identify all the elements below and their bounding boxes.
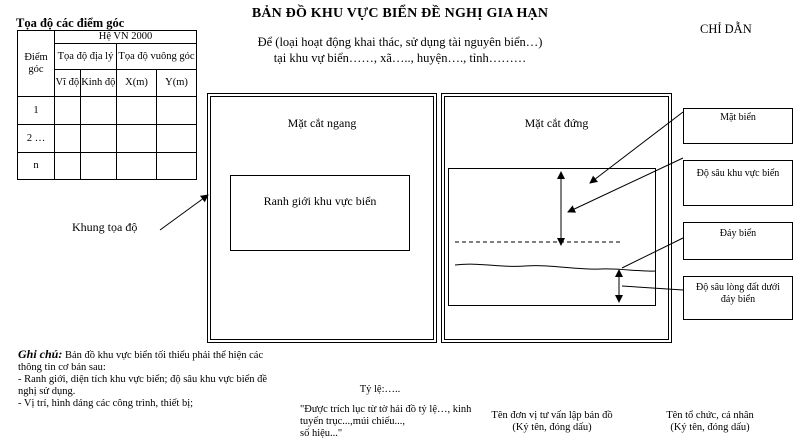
table-cell xyxy=(115,152,157,180)
note-heading: Ghi chú: xyxy=(18,347,63,361)
legend-box-sea-surface xyxy=(683,108,793,144)
legend-sea-surface: Mặt biển xyxy=(720,112,756,123)
legend-subsoil-depth: Độ sâu lòng đất dưới đáy biển xyxy=(695,282,781,305)
section-inner-box xyxy=(448,168,656,306)
table-cell xyxy=(155,124,198,153)
note-item-2: - Vị trí, hình dáng các công trình, thiế… xyxy=(18,398,194,409)
row-label: 1 xyxy=(17,96,55,125)
legend-title: CHỈ DẪN xyxy=(700,22,752,36)
vertical-section-frame xyxy=(441,93,672,343)
legend-box-subsoil xyxy=(683,276,793,320)
sea-boundary-box xyxy=(230,175,410,251)
legend-seabed: Đáy biển xyxy=(719,228,757,239)
applicant-name: Tên tổ chức, cá nhân xyxy=(666,410,754,421)
cross-section-frame xyxy=(207,93,437,343)
subtitle-line-2: tại khu vự biển……, xã….., huyện…., tỉnh…… xyxy=(273,51,527,65)
consultant-name: Tên đơn vị tư vấn lập bản đồ xyxy=(491,410,613,421)
map-title: BẢN ĐỒ KHU VỰC BIỂN ĐỀ NGHỊ GIA HẠN xyxy=(251,6,549,21)
corner-header: Điểm góc xyxy=(17,30,55,97)
coord-table: Điểm góc Hệ VN 2000 Tọa độ địa lý Tọa độ… xyxy=(17,30,198,180)
consultant-sign: (Ký tên, đóng dấu) xyxy=(512,422,592,433)
seabed-line xyxy=(454,263,656,272)
legend-box-sea-depth xyxy=(683,160,793,206)
map-subtitle: Để (loại hoạt động khai thác, sử dụng tà… xyxy=(0,34,800,66)
pointer-sea-surface xyxy=(589,111,684,184)
table-cell xyxy=(79,152,117,180)
subtitle-line-1: Để (loại hoạt động khai thác, sử dụng tà… xyxy=(257,35,543,49)
table-cell xyxy=(155,152,198,180)
extract-label: "Được trích lục từ tờ hải đồ tỷ lệ…, kin… xyxy=(300,404,472,439)
table-cell xyxy=(54,96,81,125)
note-block: Ghi chú: Bản đồ khu vực biển tối thiểu p… xyxy=(18,348,268,410)
legend-box-seabed xyxy=(683,222,793,260)
coord-table-title: Tọa độ các điểm góc xyxy=(16,16,125,30)
row-label: 2 … xyxy=(17,124,55,153)
frame-label: Khung tọa độ xyxy=(72,220,138,234)
pointer-subsoil xyxy=(621,285,684,291)
cross-section-title: Mặt cắt ngang xyxy=(287,116,357,130)
table-cell xyxy=(79,124,117,153)
table-cell xyxy=(115,124,157,153)
table-cell xyxy=(54,152,81,180)
applicant-sign: (Ký tên, đóng dấu) xyxy=(670,422,750,433)
grid-header: Tọa độ vuông góc xyxy=(115,43,198,70)
pointer-seabed xyxy=(621,237,684,269)
x-header: X(m) xyxy=(115,69,157,97)
legend-sea-depth: Độ sâu khu vực biển xyxy=(696,168,780,179)
scale-label: Tỷ lệ:….. xyxy=(359,384,401,395)
row-label: n xyxy=(17,152,55,180)
vertical-section-title: Mặt cắt đứng xyxy=(524,116,589,130)
sea-boundary-label: Ranh giới khu vực biển xyxy=(263,194,377,208)
frame-arrow xyxy=(159,194,209,231)
table-cell xyxy=(115,96,157,125)
lon-header: Kinh độ xyxy=(79,69,117,97)
note-intro: Bản đồ khu vực biển tối thiểu phải thể h… xyxy=(18,350,264,373)
pointer-sea-depth xyxy=(567,157,684,213)
consultant-block: Tên đơn vị tư vấn lập bản đồ (Ký tên, đó… xyxy=(478,410,626,434)
applicant-block: Tên tổ chức, cá nhân (Ký tên, đóng dấu) xyxy=(640,410,780,434)
note-item-1: - Ranh giới, diện tích khu vực biển; độ … xyxy=(18,374,268,397)
